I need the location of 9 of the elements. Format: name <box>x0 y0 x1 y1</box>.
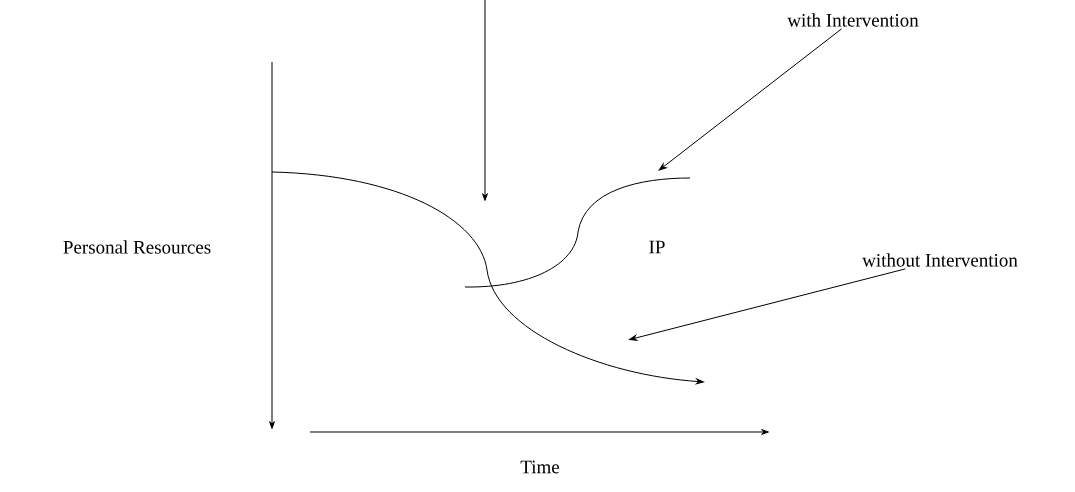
axis-label: Personal Resources <box>63 240 211 254</box>
curve <box>271 171 704 385</box>
arrow <box>482 0 488 201</box>
callout-text: with Intervention <box>787 13 919 27</box>
callout-text: without Intervention <box>862 253 1018 267</box>
leader-line <box>658 28 843 171</box>
axis-label: Time <box>520 460 560 474</box>
leader-line <box>628 268 906 341</box>
axis-label: IP <box>649 240 665 254</box>
